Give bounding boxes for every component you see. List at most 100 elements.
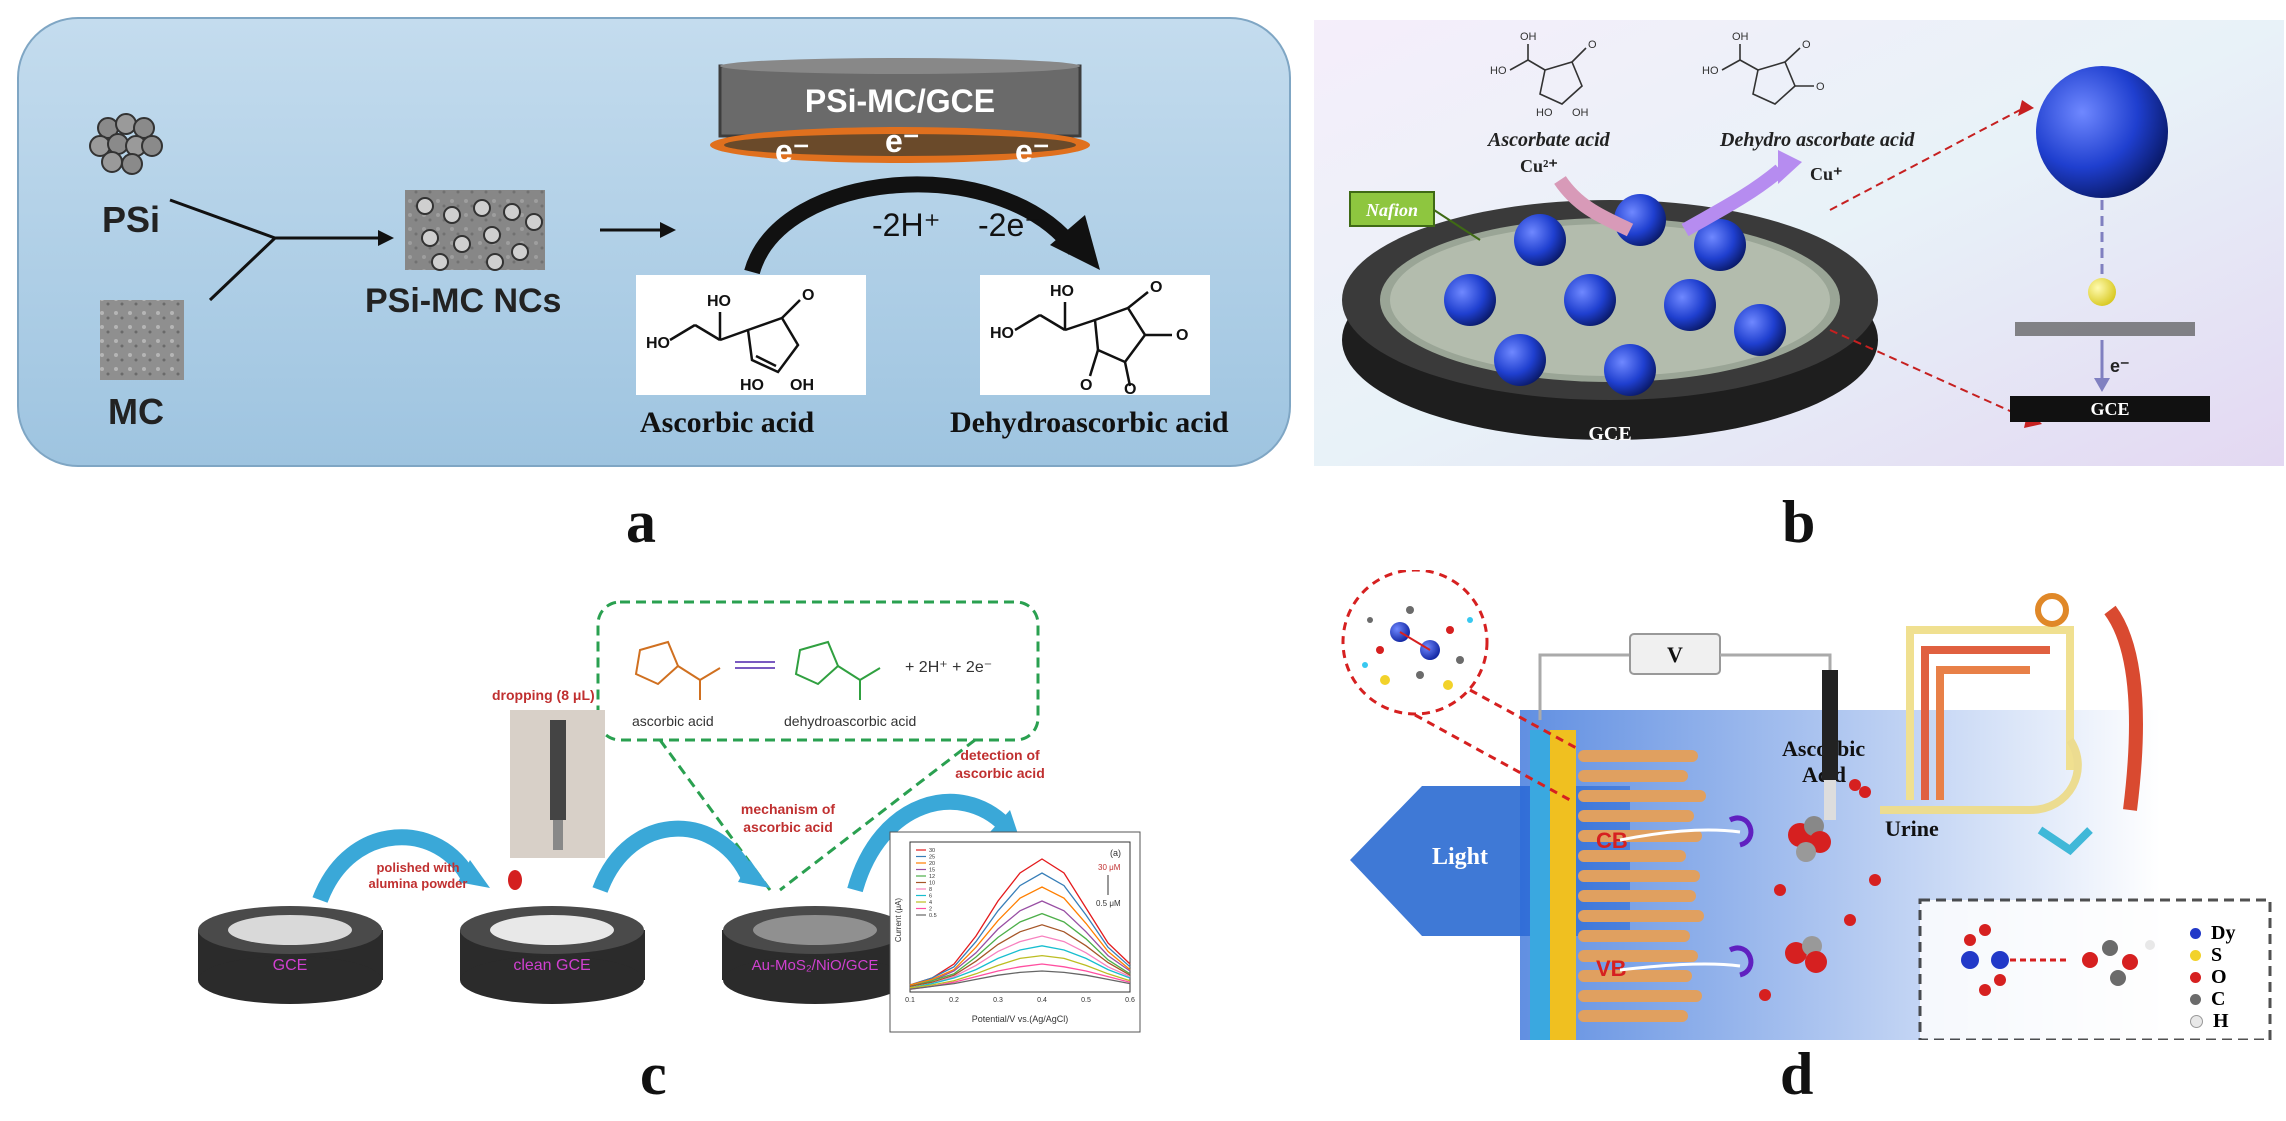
c-daa-structure <box>794 640 881 700</box>
detection-label-1: detection of <box>960 747 1040 763</box>
modified-gce-label: Au-MoS₂/NiO/GCE <box>752 957 879 974</box>
dpv-legend-label: 12 <box>929 874 935 880</box>
dpv-xlabel: Potential/V vs.(Ag/AgCl) <box>972 1014 1069 1024</box>
c-protons: + 2H⁺ + 2e⁻ <box>905 659 992 676</box>
aa-oh: OH <box>790 377 814 394</box>
voltmeter-label: V <box>1667 642 1683 667</box>
daa-o-3: O <box>1124 381 1136 398</box>
panel-c-figure: ascorbic acid dehydroascorbic acid + 2H⁺… <box>198 600 1141 1033</box>
dpv-xtick: 0.3 <box>993 997 1003 1004</box>
ascorbic-acid-structure <box>636 275 866 395</box>
mc-image <box>100 300 184 380</box>
c-aa-structure <box>634 640 721 700</box>
mechanism-label-1: mechanism of <box>741 801 835 817</box>
detection-arrow <box>847 794 1011 893</box>
light-label: Light <box>1432 844 1488 870</box>
b-ho-2: HO <box>1536 107 1553 119</box>
dpv-curve <box>909 886 1131 986</box>
panel-a-background <box>17 17 1291 467</box>
legend-item: C <box>2190 988 2270 1010</box>
c-daa-label: dehydroascorbic acid <box>784 713 916 729</box>
b-o-1: O <box>1588 39 1597 51</box>
ascorbate-arrow <box>1554 175 1634 237</box>
panel-d-figure: Light CB VB <box>1341 570 2272 1040</box>
dpv-legend-label: 8 <box>929 887 932 893</box>
psi-mc-gce-electrode: PSi-MC/GCE e⁻ e⁻ e⁻ <box>710 58 1090 169</box>
panel-b-letter: b <box>1782 489 1816 555</box>
dehydro-arrow <box>1681 164 1785 237</box>
legend-item: S <box>2190 944 2270 966</box>
psi-particles <box>89 113 163 175</box>
ascorbate-label: Ascorbate acid <box>1486 129 1611 151</box>
minus-2h-label: -2H⁺ <box>872 207 940 243</box>
graphene-sheet <box>2015 322 2195 336</box>
dpv-curve <box>909 935 1131 989</box>
ascorbic-acid-label: Ascorbic acid <box>640 406 814 439</box>
photoelectrode-base <box>1530 730 1550 1040</box>
c-aa-label: ascorbic acid <box>632 713 714 729</box>
psi-mc-label: PSi-MC NCs <box>365 282 561 320</box>
dpv-arrow-top: 30 μM <box>1098 863 1121 872</box>
panel-d-letter: d <box>1780 1041 1814 1107</box>
electron-2: e⁻ <box>885 123 920 159</box>
clean-gce-label: clean GCE <box>513 957 590 974</box>
dpv-curve <box>909 945 1131 989</box>
dpv-arrow-bottom: 0.5 μM <box>1096 899 1121 908</box>
dpv-xtick: 0.2 <box>949 997 959 1004</box>
binding-box <box>1918 898 2272 1040</box>
b-o-2: O <box>1802 39 1811 51</box>
dpv-curve <box>909 970 1131 990</box>
photoelectrode-film <box>1550 730 1576 1040</box>
electrode-label: PSi-MC/GCE <box>805 83 995 119</box>
aa-ho-1: HO <box>646 335 670 352</box>
b-oh-3: OH <box>1732 31 1749 43</box>
b-o-3: O <box>1816 81 1825 93</box>
daa-ho-1: HO <box>990 325 1014 342</box>
atom-legend: Dy S O C H <box>2190 922 2270 1032</box>
gce-label: GCE <box>1588 423 1631 445</box>
nanorods <box>1578 750 1706 1022</box>
panel-d: Light CB VB <box>1310 570 2286 1121</box>
nafion-label: Nafion <box>1365 200 1418 220</box>
electron-b: e⁻ <box>2110 356 2130 376</box>
panel-a-letter: a <box>626 489 656 555</box>
panel-b: Nafion HO OH O HO OH Ascorbate acid Cu²⁺… <box>1310 0 2286 560</box>
dpv-legend-label: 25 <box>929 855 935 861</box>
binding-motif <box>1961 924 2155 996</box>
electron-3: e⁻ <box>1015 133 1050 169</box>
panel-c-letter: c <box>640 1041 667 1107</box>
ascorbic-molecules <box>1759 779 1881 1001</box>
b-ho-3: HO <box>1702 65 1719 77</box>
dpv-legend-label: 6 <box>929 894 932 900</box>
dpv-tag: (a) <box>1110 848 1121 858</box>
polish-label-1: polished with <box>376 860 459 875</box>
dpv-curve <box>909 924 1131 988</box>
dy-complex <box>1362 606 1473 690</box>
mechanism-box <box>596 600 1040 742</box>
ascorbate-structure <box>1509 44 1587 105</box>
dpv-curve <box>909 912 1131 988</box>
dpv-legend-label: 15 <box>929 868 935 874</box>
psi-mc-image <box>405 190 545 271</box>
daa-o-4: O <box>1080 377 1092 394</box>
zoom-line-1 <box>1829 109 2021 211</box>
daa-ho-2: HO <box>1050 283 1074 300</box>
panel-a: PSi MC PSi-MC NCs P <box>0 0 1300 560</box>
polish-label-2: alumina powder <box>369 876 468 891</box>
gce-cylinder-label: GCE <box>273 957 308 974</box>
dpv-legend-label: 20 <box>929 861 935 867</box>
dpv-legend-label: 2 <box>929 907 932 913</box>
kidney-diagram <box>1880 593 2143 856</box>
dpv-series <box>909 858 1131 990</box>
cu1-label: Cu⁺ <box>1810 164 1843 184</box>
legend-item: O <box>2190 966 2270 988</box>
panel-a-figure: PSi MC PSi-MC NCs P <box>17 17 1291 467</box>
dpv-curve <box>909 900 1131 988</box>
cu2-label: Cu²⁺ <box>1520 156 1558 176</box>
mechanism-label-2: ascorbic acid <box>743 819 833 835</box>
nanoball-zoom <box>2036 66 2168 198</box>
aa-ho-2: HO <box>707 293 731 310</box>
drop <box>508 870 522 890</box>
vb-arrow <box>1728 945 1754 978</box>
